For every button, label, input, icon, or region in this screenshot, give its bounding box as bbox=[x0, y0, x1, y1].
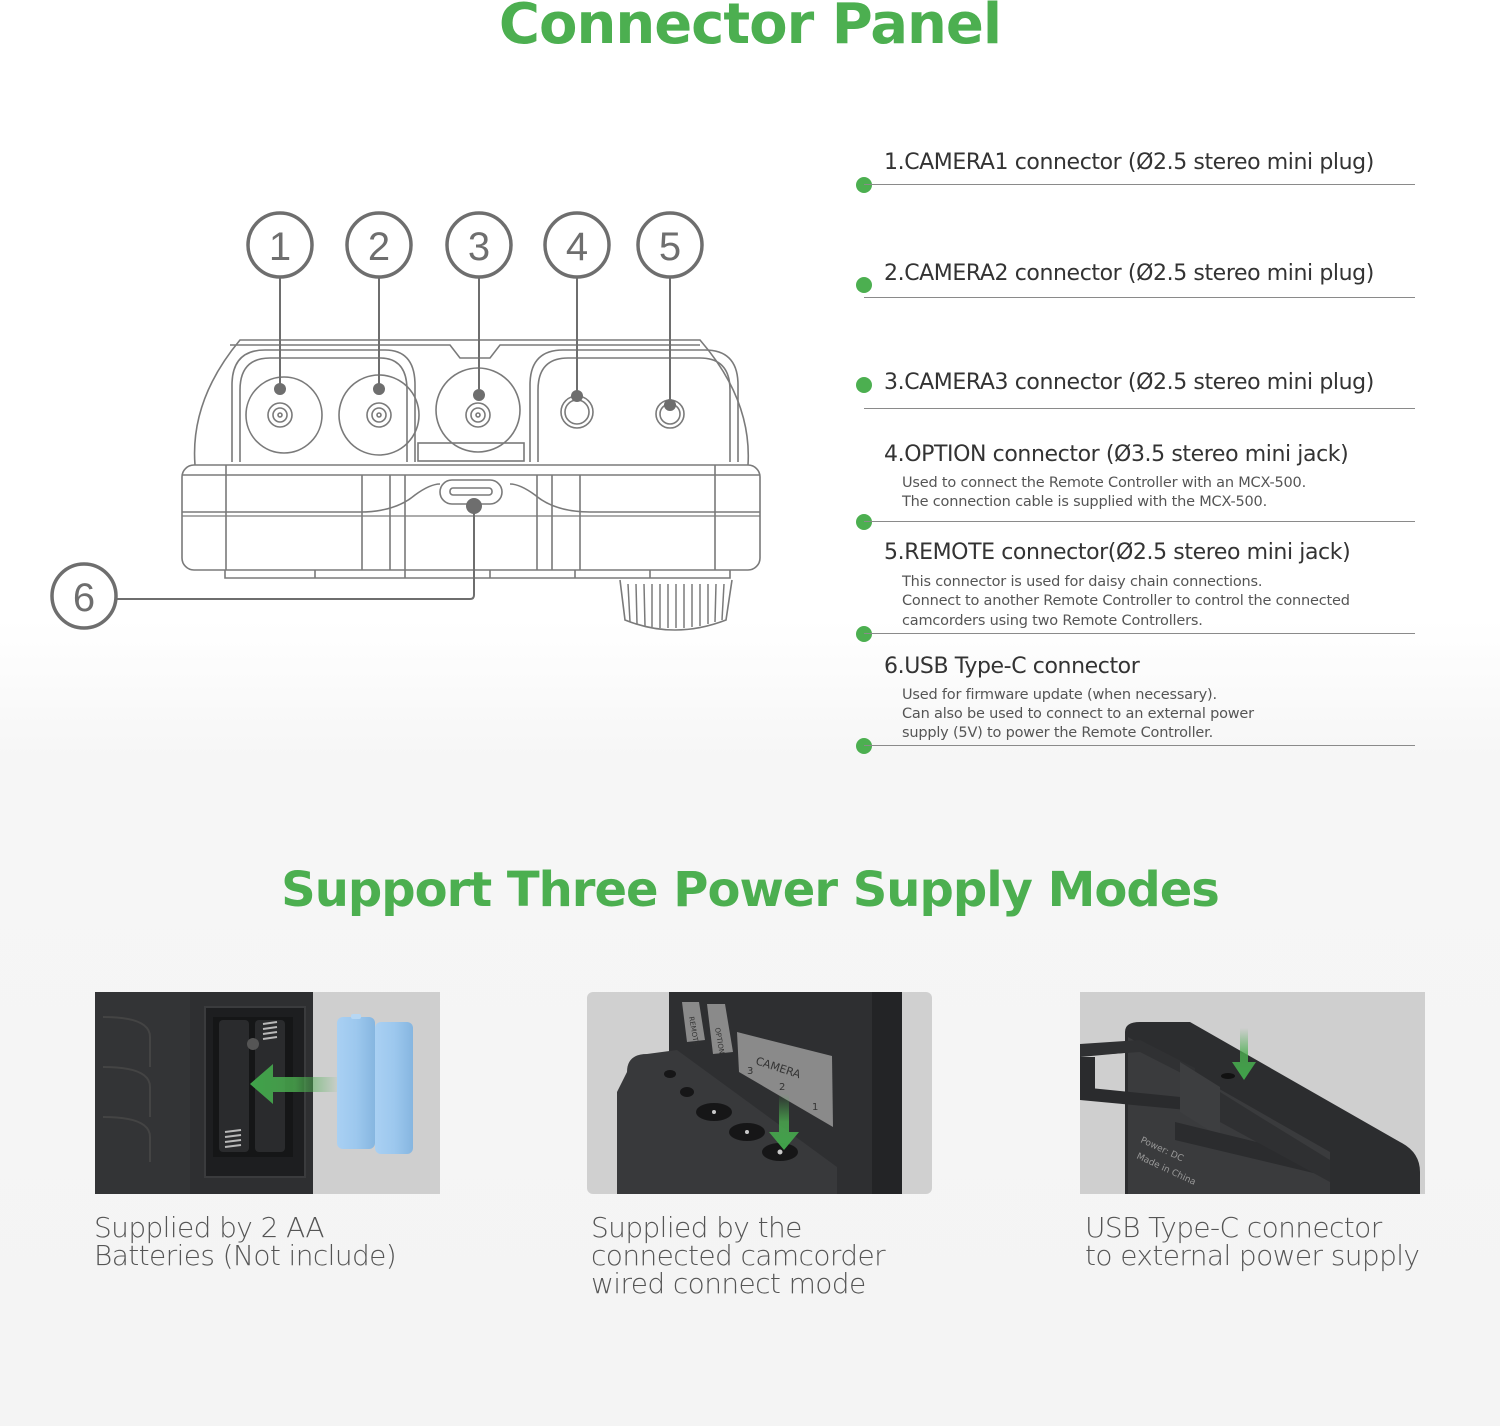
aa-battery bbox=[337, 1017, 375, 1149]
bullet-dot-icon bbox=[856, 377, 872, 393]
camera1-jack-boss bbox=[245, 376, 323, 454]
svg-text:6: 6 bbox=[73, 576, 95, 620]
dial-knob bbox=[619, 579, 733, 631]
front-handle bbox=[1080, 1042, 1230, 1114]
svg-text:3: 3 bbox=[468, 225, 490, 269]
bullet-dot-icon bbox=[856, 277, 872, 293]
arrow-down-icon bbox=[1232, 1028, 1256, 1080]
left-handle bbox=[231, 349, 416, 462]
device-top-rim bbox=[230, 344, 700, 359]
connector-title: 1.CAMERA1 connector (Ø2.5 stereo mini pl… bbox=[884, 150, 1374, 175]
connector-desc-line: Connect to another Remote Controller to … bbox=[902, 593, 1350, 609]
divider bbox=[864, 633, 1415, 634]
svg-text:4: 4 bbox=[566, 225, 588, 269]
usb-c-photo: Power: DC Made in China bbox=[1080, 992, 1425, 1194]
camera-port-photo: CAMERA REMOTE OPTION 3 2 1 bbox=[587, 992, 932, 1194]
callout-5: 5 bbox=[636, 211, 704, 279]
connector-title: 2.CAMERA2 connector (Ø2.5 stereo mini pl… bbox=[884, 261, 1374, 286]
arrow-down-icon bbox=[769, 1094, 799, 1150]
divider bbox=[864, 297, 1415, 298]
aa-battery bbox=[375, 1022, 413, 1154]
bullet-dot-icon bbox=[856, 177, 872, 193]
connector-desc-line: camcorders using two Remote Controllers. bbox=[902, 613, 1203, 629]
connector-desc-line: Used for firmware update (when necessary… bbox=[902, 687, 1217, 703]
right-handle bbox=[529, 349, 739, 462]
device-body-outline bbox=[193, 339, 750, 466]
svg-text:2: 2 bbox=[779, 1082, 785, 1093]
battery-insert-photo bbox=[95, 992, 440, 1194]
connector-desc-line: This connector is used for daisy chain c… bbox=[902, 574, 1263, 590]
connector-desc-line: The connection cable is supplied with th… bbox=[902, 494, 1267, 510]
bullet-dot-icon bbox=[856, 738, 872, 754]
connector-desc-line: Used to connect the Remote Controller wi… bbox=[902, 475, 1306, 491]
bullet-dot-icon bbox=[856, 514, 872, 530]
divider bbox=[864, 521, 1415, 522]
bullet-dot-icon bbox=[856, 626, 872, 642]
callout-2: 2 bbox=[345, 211, 413, 279]
svg-text:3: 3 bbox=[747, 1066, 753, 1077]
callout-3: 3 bbox=[445, 211, 513, 279]
power-mode-caption: USB Type-C connector to external power s… bbox=[1085, 1211, 1420, 1272]
svg-text:5: 5 bbox=[659, 225, 681, 269]
divider bbox=[864, 184, 1415, 185]
divider bbox=[864, 408, 1415, 409]
svg-text:1: 1 bbox=[812, 1102, 818, 1113]
divider bbox=[864, 745, 1415, 746]
connector-title: 6.USB Type-C connector bbox=[884, 654, 1140, 679]
section-title: Support Three Power Supply Modes bbox=[281, 862, 1220, 918]
svg-text:1: 1 bbox=[269, 225, 291, 269]
dial-ridges bbox=[627, 583, 725, 628]
callout-4: 4 bbox=[543, 211, 611, 279]
connector-title: 4.OPTION connector (Ø3.5 stereo mini jac… bbox=[884, 442, 1349, 467]
device-lower-body bbox=[181, 464, 761, 571]
connector-desc-line: Can also be used to connect to an extern… bbox=[902, 706, 1254, 722]
connector-title: 5.REMOTE connector(Ø2.5 stereo mini jack… bbox=[884, 540, 1351, 565]
battery-slot-1 bbox=[219, 1020, 249, 1152]
page-title: Connector Panel bbox=[498, 0, 1002, 57]
connector-desc-line: supply (5V) to power the Remote Controll… bbox=[902, 725, 1213, 741]
arrow-left-icon bbox=[250, 1064, 340, 1104]
callout-6: 6 bbox=[50, 562, 118, 630]
power-mode-caption: Supplied by 2 AA Batteries (Not include) bbox=[94, 1211, 397, 1272]
svg-text:2: 2 bbox=[368, 225, 390, 269]
power-mode-caption: Supplied by the connected camcorder wire… bbox=[591, 1211, 886, 1300]
callout-1: 1 bbox=[246, 211, 314, 279]
connector-panel-diagram: 1 2 3 4 5 6 bbox=[50, 211, 761, 631]
connector-title: 3.CAMERA3 connector (Ø2.5 stereo mini pl… bbox=[884, 370, 1374, 395]
